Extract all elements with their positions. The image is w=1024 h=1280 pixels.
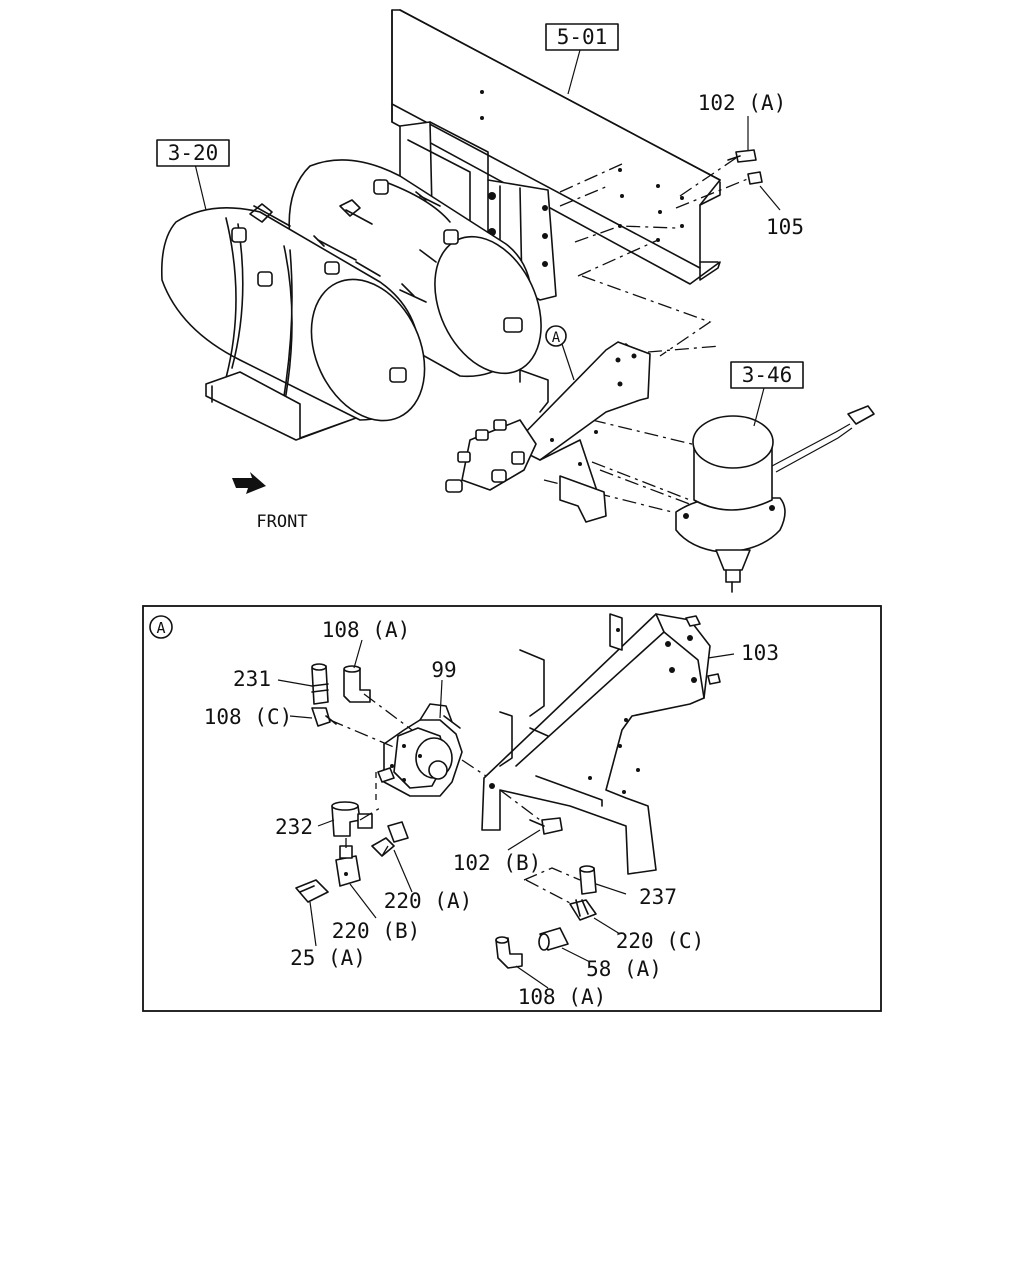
ref-tanks-label: 3-20 [168, 141, 219, 165]
bracket-103 [481, 613, 721, 875]
detail-fittings [295, 663, 597, 969]
callout-a-top: A [552, 330, 561, 346]
label-25a: 25 (A) [290, 946, 366, 970]
front-direction-arrow-icon [232, 472, 266, 494]
detail-label-leaders [277, 639, 735, 989]
label-108a-bottom: 108 (A) [518, 985, 607, 1009]
label-105: 105 [766, 215, 804, 239]
label-220b: 220 (B) [332, 919, 421, 943]
detail-connectors [329, 693, 581, 905]
air-tanks [160, 159, 542, 441]
label-220c: 220 (C) [616, 929, 705, 953]
label-102b: 102 (B) [453, 851, 542, 875]
ref-dryer-label: 3-46 [742, 363, 793, 387]
callout-a-detail: A [156, 619, 165, 637]
front-label: FRONT [256, 512, 307, 532]
label-108a-top: 108 (A) [322, 618, 411, 642]
ref-box-3-20 [156, 139, 230, 167]
ref-box-5-01 [545, 23, 619, 51]
label-58a: 58 (A) [586, 957, 662, 981]
label-237: 237 [639, 885, 677, 909]
label-99: 99 [431, 658, 456, 682]
detail-labels: 108 (A) 99 103 231 108 (C) 232 102 (B) 2… [204, 618, 779, 1009]
upper-label-leaders [194, 49, 781, 427]
ref-frame-label: 5-01 [557, 25, 608, 49]
label-231: 231 [233, 667, 271, 691]
label-108c: 108 (C) [204, 705, 293, 729]
valve-bracket-upper [445, 341, 651, 523]
label-102a-upper: 102 (A) [698, 91, 787, 115]
frame-rail [391, 9, 721, 285]
valve-99 [377, 703, 463, 797]
upper-labels: 5-01 3-20 3-46 102 (A) 105 FRONT A [156, 23, 804, 532]
air-dryer [675, 405, 875, 593]
label-232: 232 [275, 815, 313, 839]
ref-box-3-46 [730, 361, 804, 389]
label-220a: 220 (A) [384, 889, 473, 913]
label-103: 103 [741, 641, 779, 665]
detail-a-frame: A [142, 605, 882, 1012]
